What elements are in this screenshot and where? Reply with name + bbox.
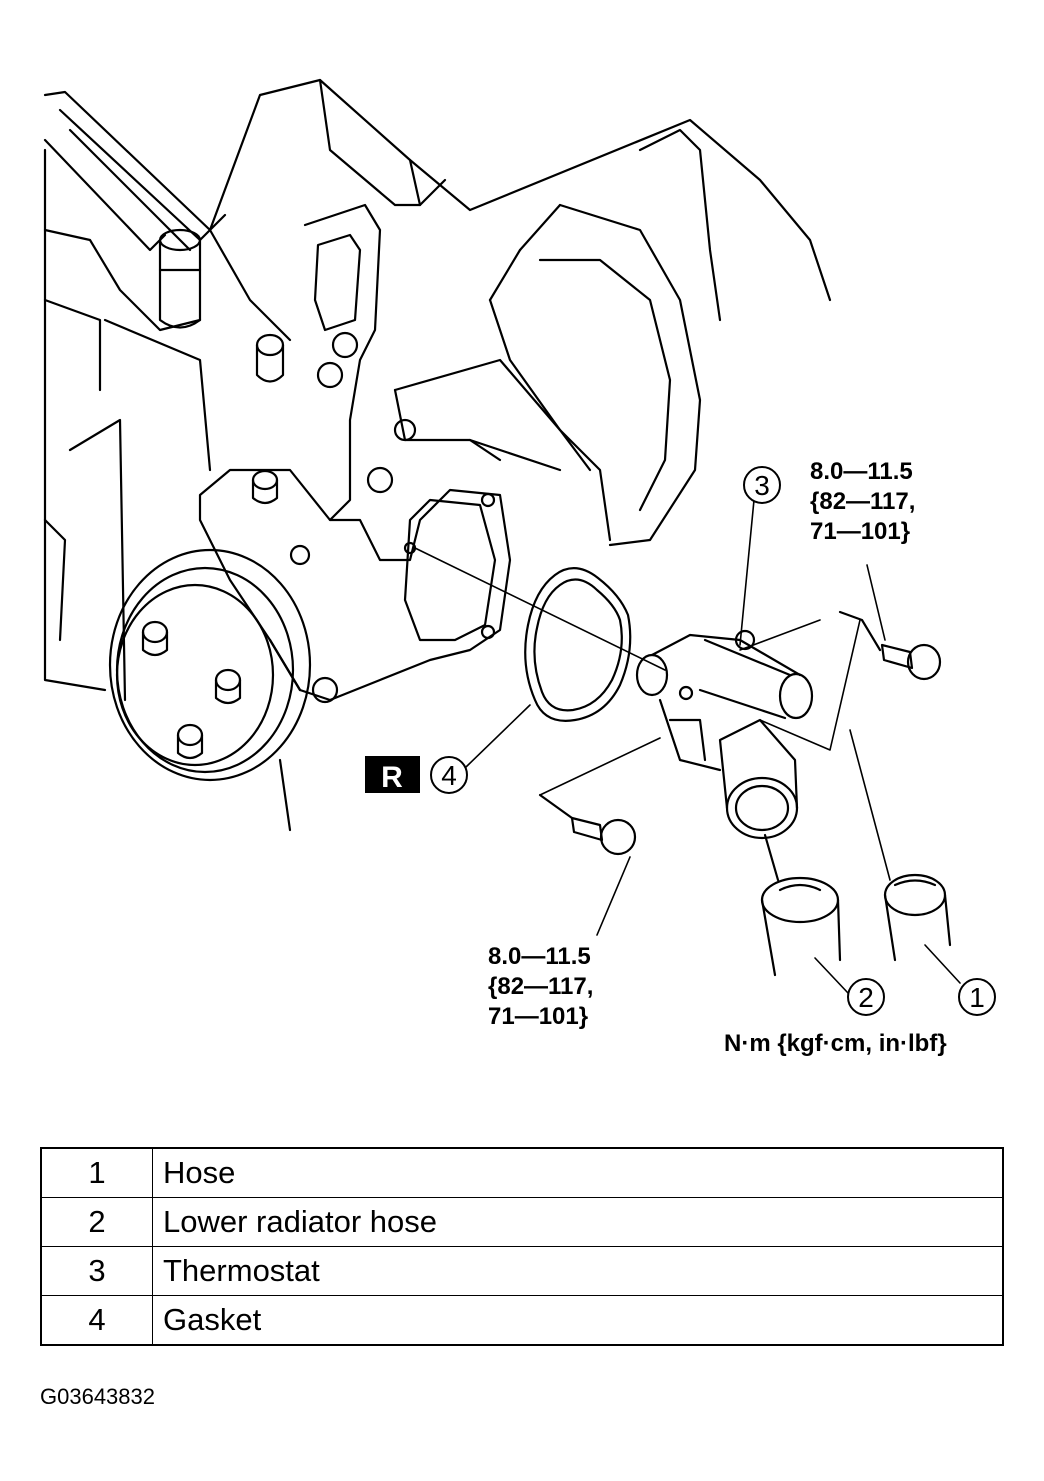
torque-unit-label: N·m {kgf·cm, in·lbf} [724,1030,947,1057]
callout-4-circle [430,756,468,794]
callout-1-label: 1 [969,982,985,1013]
gasket [524,567,632,722]
part-number: 4 [40,1295,153,1346]
torque-lower-line1: 8.0—11.5 [488,943,591,970]
torque-lower-line3: 71—101} [488,1003,589,1030]
bolt-upper [838,610,942,681]
callout-3-circle [743,466,781,504]
callout-2-label: 2 [858,982,874,1013]
table-row: 4 Gasket [40,1295,1004,1346]
part-number: 3 [40,1246,153,1296]
table-row: 1 Hose [40,1147,1004,1198]
callout-3-label: 3 [754,470,770,501]
callout-1-circle [958,978,996,1016]
part-name: Lower radiator hose [152,1197,1004,1247]
coolant-pipe [158,228,202,329]
table-row: 2 Lower radiator hose [40,1197,1004,1247]
part-name: Thermostat [152,1246,1004,1296]
thermostat-exploded-diagram: R 3 4 2 1 [43,78,996,1016]
water-pump-pulley [108,548,339,832]
reuse-mark [365,756,420,793]
callout-2-circle [847,978,885,1016]
torque-spec-lower: 8.0—11.5 {82—117, 71—101} [488,942,593,1032]
part-name: Gasket [152,1295,1004,1346]
part-name: Hose [152,1147,1004,1198]
torque-spec-upper: 8.0—11.5 {82—117, 71—101} [810,457,915,547]
torque-upper-line3: 71—101} [810,518,911,545]
figure-id: G03643832 [40,1384,155,1409]
torque-upper-line1: 8.0—11.5 [810,458,913,485]
callout-4-label: 4 [441,760,457,791]
leader-lines [465,499,961,994]
part-number: 1 [40,1147,153,1198]
torque-upper-line2: {82—117, [810,488,916,515]
reuse-mark-label: R [381,761,403,794]
engine-block [43,78,832,702]
thermostat-housing [635,629,814,840]
hose [883,873,952,962]
lower-radiator-hose [760,833,842,977]
torque-lower-line2: {82—117, [488,973,594,1000]
part-number: 2 [40,1197,153,1247]
table-row: 3 Thermostat [40,1246,1004,1296]
bolt-lower [538,793,637,856]
water-pump-housing [198,203,512,702]
parts-table: 1 Hose 2 Lower radiator hose 3 Thermosta… [40,1147,1004,1346]
